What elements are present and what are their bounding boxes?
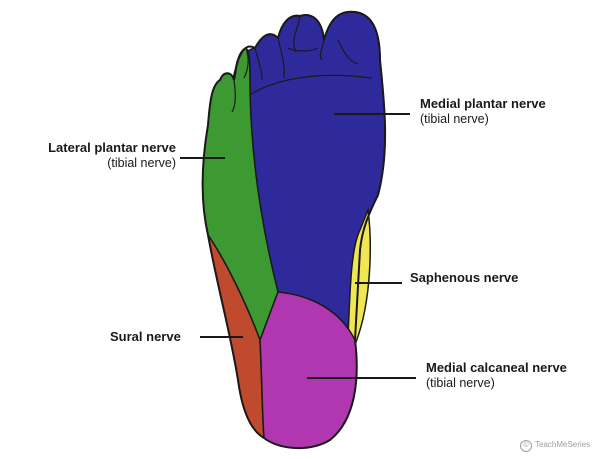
label-sural-name: Sural nerve — [110, 329, 181, 344]
label-lateral-plantar: Lateral plantar nerve (tibial nerve) — [20, 140, 176, 171]
label-medial-calcaneal-name: Medial calcaneal nerve — [426, 360, 567, 375]
watermark: ©TeachMeSeries — [520, 440, 590, 452]
label-lateral-plantar-name: Lateral plantar nerve — [48, 140, 176, 155]
watermark-text: TeachMeSeries — [535, 440, 591, 449]
label-saphenous-name: Saphenous nerve — [410, 270, 519, 285]
label-lateral-plantar-sub: (tibial nerve) — [107, 155, 176, 170]
label-sural: Sural nerve — [110, 329, 181, 345]
label-medial-calcaneal-sub: (tibial nerve) — [426, 375, 495, 390]
label-medial-plantar-sub: (tibial nerve) — [420, 111, 489, 126]
copyright-icon: © — [520, 440, 532, 452]
label-medial-plantar: Medial plantar nerve (tibial nerve) — [420, 96, 546, 127]
label-medial-plantar-name: Medial plantar nerve — [420, 96, 546, 111]
foot-outline — [201, 10, 387, 450]
label-saphenous: Saphenous nerve — [410, 270, 518, 286]
label-medial-calcaneal: Medial calcaneal nerve (tibial nerve) — [426, 360, 567, 391]
